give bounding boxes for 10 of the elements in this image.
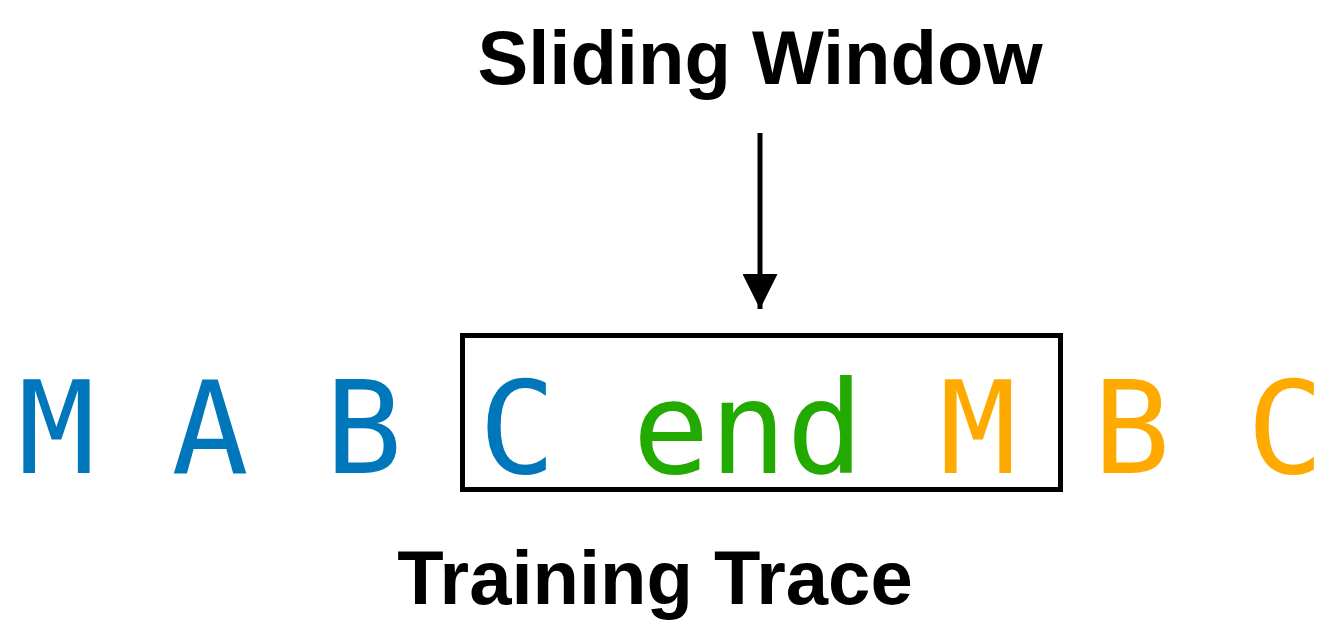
- trace-token: B: [1093, 365, 1171, 493]
- trace-token: C: [478, 365, 556, 493]
- trace-token: C: [1246, 365, 1324, 493]
- sliding-window-box: [460, 333, 1063, 492]
- trace-token: B: [325, 365, 403, 493]
- arrow: [742, 133, 778, 309]
- trace-token: A: [171, 365, 249, 493]
- trace-token: M: [18, 365, 96, 493]
- trace-token: M: [939, 365, 1017, 493]
- trace-token: end: [632, 365, 864, 493]
